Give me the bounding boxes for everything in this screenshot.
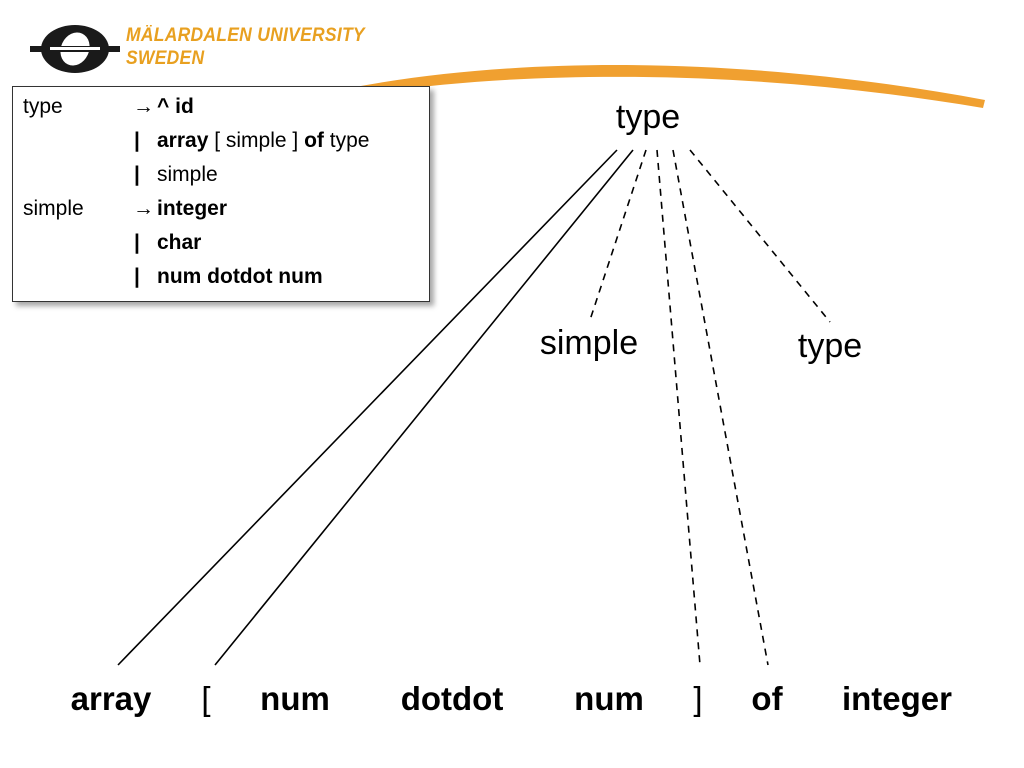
edge-type-simple	[589, 149, 647, 321]
grammar-rhs: array [ simple ] of type	[157, 129, 369, 153]
edge-type-lbracket	[214, 149, 634, 666]
grammar-token: array	[157, 129, 209, 152]
edge-type-rbracket	[656, 149, 701, 666]
grammar-lhs: simple	[23, 197, 84, 220]
grammar-arrow: →	[133, 197, 154, 220]
grammar-rhs: simple	[157, 163, 218, 187]
edge-type-of	[672, 149, 769, 666]
grammar-token: ^	[157, 95, 176, 118]
grammar-token: char	[157, 231, 202, 254]
tree-node-simple: simple	[539, 324, 639, 362]
leaf-token: dotdot	[400, 680, 504, 717]
tree-root-type: type	[615, 98, 681, 136]
leaf-token: num	[260, 680, 330, 717]
university-name: MÄLARDALEN UNIVERSITY	[126, 25, 365, 46]
tree-node-type: type	[797, 327, 863, 365]
leaf-token: [	[201, 680, 211, 717]
grammar-token: [ simple ]	[208, 129, 305, 152]
grammar-rhs: integer	[157, 197, 227, 221]
university-country: SWEDEN	[126, 48, 205, 69]
grammar-token: num dotdot num	[157, 265, 323, 288]
edge-type-type	[689, 149, 831, 323]
leaf-token: num	[574, 680, 644, 717]
leaf-token: ]	[693, 680, 703, 717]
grammar-rhs: num dotdot num	[157, 265, 323, 289]
university-logo-icon	[30, 25, 120, 73]
grammar-arrow: →	[133, 95, 154, 118]
grammar-token: of	[304, 129, 324, 152]
grammar-token: id	[175, 95, 194, 118]
leaf-token: integer	[841, 680, 953, 717]
grammar-rhs: ^ id	[157, 95, 194, 119]
leaf-token: array	[70, 680, 152, 717]
grammar-alternative-bar: |	[134, 163, 140, 186]
grammar-alternative-bar: |	[134, 231, 140, 254]
leaf-token: of	[751, 680, 783, 717]
grammar-rhs: char	[157, 231, 201, 255]
grammar-alternative-bar: |	[134, 129, 140, 152]
grammar-token: integer	[157, 197, 228, 220]
grammar-box: type→^ id|array [ simple ] of type|simpl…	[12, 86, 430, 302]
grammar-lhs: type	[23, 95, 63, 118]
grammar-token: simple	[157, 163, 218, 186]
grammar-alternative-bar: |	[134, 265, 140, 288]
edge-type-array	[117, 149, 618, 666]
grammar-token: type	[323, 129, 370, 152]
